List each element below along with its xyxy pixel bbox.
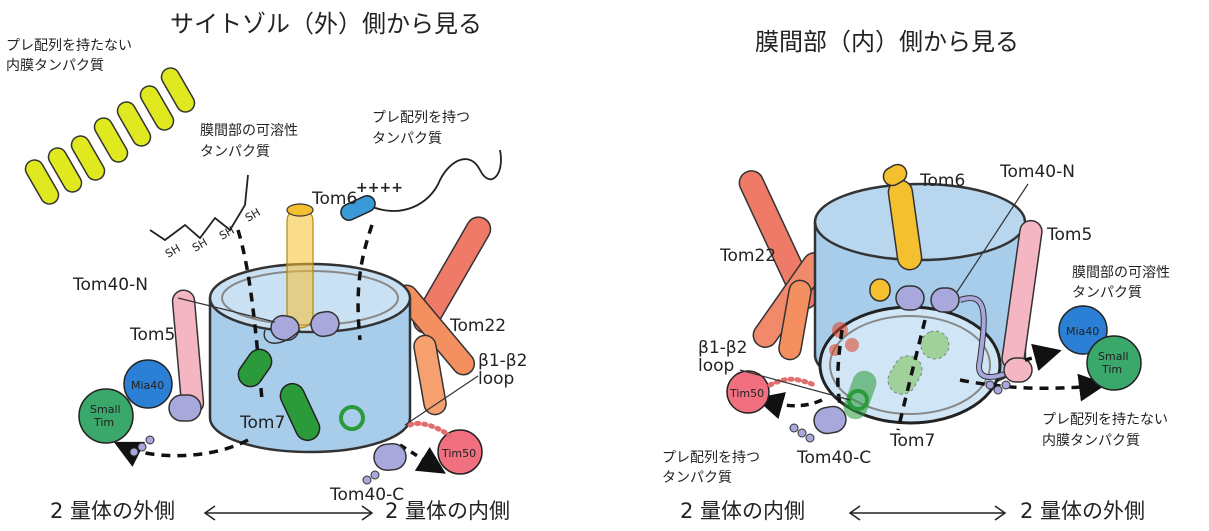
right-panel: 膜間部（内）側から見る Tom22 Tom6 Tom40-N: [662, 28, 1170, 523]
small-tim-right: Small Tim: [1087, 336, 1141, 390]
import-path-arrow: [762, 400, 822, 406]
ims-soluble-protein-label-line2: タンパク質: [200, 144, 270, 160]
presequenceless-membrane-protein-label-line2: 内膜タンパク質: [6, 58, 104, 74]
mia40-left: Mia40: [124, 360, 172, 408]
tom6-left-helix: [287, 204, 313, 328]
beta-loop-left-label-line1: β1-β2: [478, 351, 527, 371]
svg-text:Tim50: Tim50: [441, 447, 476, 460]
tom7-right-label: Tom7: [889, 431, 935, 451]
presequence-protein-right-line1: プレ配列を持つ: [662, 450, 760, 466]
left-panel: サイトゾル（外）側から見る プレ配列を持たない 内膜タンパク質 膜間部の可溶性 …: [6, 10, 527, 523]
presequence-protein-label-line2: タンパク質: [372, 131, 442, 147]
svg-text:Mia40: Mia40: [1066, 325, 1099, 338]
presequenceless-membrane-protein-right-line1: プレ配列を持たない: [1042, 412, 1168, 428]
tom5-left-label: Tom5: [129, 325, 175, 345]
tim50-left: Tim50: [410, 423, 482, 474]
right-axis-outer-label: 2 量体の外側: [1020, 499, 1145, 523]
tom22-left-label: Tom22: [449, 316, 506, 336]
beta-loop-right-label-line2: loop: [698, 356, 734, 376]
ims-soluble-protein-right-line1: 膜間部の可溶性: [1072, 265, 1170, 281]
sh-label: SH: [243, 206, 263, 225]
import-path-arrow: [1025, 352, 1055, 360]
beta-loop-left-label-line2: loop: [478, 369, 514, 389]
presequenceless-membrane-protein-helices: [22, 65, 198, 208]
svg-text:Mia40: Mia40: [131, 379, 164, 392]
left-axis-inner-label: 2 量体の内側: [385, 499, 510, 523]
presequence-protein-label-line1: プレ配列を持つ: [372, 110, 470, 126]
beta-loop-right-label-line1: β1-β2: [698, 338, 747, 358]
tom5-right-label: Tom5: [1046, 225, 1092, 245]
small-tim-left: Small Tim: [79, 389, 133, 443]
svg-text:Tim50: Tim50: [729, 387, 764, 400]
ims-soluble-protein-label-line1: 膜間部の可溶性: [200, 123, 298, 139]
presequence-protein-right-line2: タンパク質: [662, 470, 732, 486]
presequence-charges: ++++: [356, 180, 403, 196]
sh-label: SH: [190, 236, 210, 255]
presequenceless-membrane-protein-label-line1: プレ配列を持たない: [6, 38, 132, 54]
sh-label: SH: [217, 224, 237, 243]
tom6-right-label: Tom6: [919, 171, 965, 191]
tom6-left-label: Tom6: [311, 189, 357, 209]
sh-label: SH: [163, 242, 183, 261]
svg-text:Tim: Tim: [1101, 363, 1122, 376]
tom40n-left-label: Tom40-N: [72, 275, 148, 295]
tom40c-right-label: Tom40-C: [796, 448, 871, 468]
tom22-right-label: Tom22: [719, 246, 776, 266]
tom7-left-label: Tom7: [239, 413, 285, 433]
svg-text:Small: Small: [90, 403, 121, 416]
svg-text:Small: Small: [1098, 350, 1129, 363]
left-axis-outer-label: 2 量体の外側: [50, 499, 175, 523]
tom40n-right-label: Tom40-N: [999, 162, 1075, 182]
presequenceless-membrane-protein-right-line2: 内膜タンパク質: [1042, 433, 1140, 449]
right-axis-inner-label: 2 量体の内側: [680, 499, 805, 523]
right-panel-title: 膜間部（内）側から見る: [755, 28, 1019, 56]
svg-text:Tim: Tim: [93, 416, 114, 429]
ims-soluble-protein-right-line2: タンパク質: [1072, 285, 1142, 301]
left-panel-title: サイトゾル（外）側から見る: [170, 10, 482, 38]
